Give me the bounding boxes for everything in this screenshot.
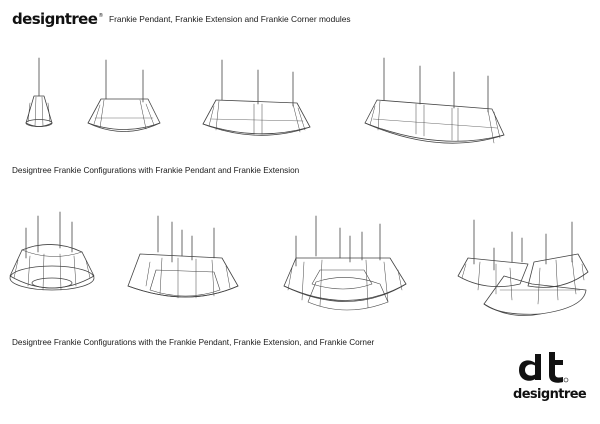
drawing-pendant-with-two-extensions xyxy=(202,59,311,136)
drawing-cross-configuration xyxy=(457,219,589,317)
drawing-rectangle-configuration xyxy=(127,215,239,299)
page-title: Frankie Pendant, Frankie Extension and F… xyxy=(109,14,351,24)
brand-wordmark: designtree® xyxy=(12,10,103,28)
designtree-logo: dt designtree xyxy=(513,346,587,402)
drawing-pendant-with-one-extension xyxy=(87,59,161,132)
caption-pendant-extension-corner-configurations: Designtree Frankie Configurations with t… xyxy=(12,338,375,347)
drawing-ring-configuration xyxy=(9,211,95,291)
logo-wordmark: designtree xyxy=(513,387,587,402)
caption-pendant-extension-configurations: Designtree Frankie Configurations with F… xyxy=(12,166,300,175)
registered-mark: ® xyxy=(98,13,103,19)
brand-wordmark-text: designtree xyxy=(12,10,98,28)
dt-monogram-icon: dt xyxy=(519,352,569,383)
drawing-double-ring-configuration xyxy=(283,215,407,311)
drawing-frankie-pendant xyxy=(25,57,53,127)
drawing-pendant-with-three-extensions xyxy=(364,57,505,144)
